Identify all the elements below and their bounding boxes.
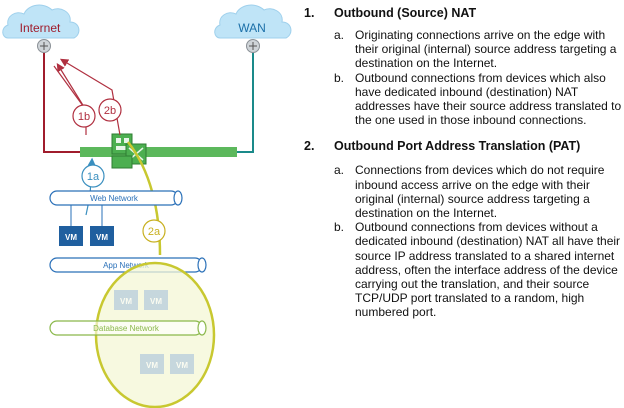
web-vm: VM [59, 226, 83, 246]
web-vm-link [70, 205, 103, 226]
internet-link [43, 53, 110, 153]
svg-text:VM: VM [176, 361, 188, 370]
svg-text:VM: VM [96, 233, 108, 242]
app-vm: VM [144, 290, 168, 310]
item-text: Originating connections arrive on the ed… [355, 28, 617, 71]
list-item: b. Outbound connections from devices whi… [334, 71, 622, 128]
svg-text:VM: VM [65, 233, 77, 242]
wan-router-icon [246, 39, 260, 53]
item-letter: a. [334, 163, 345, 178]
item-letter: b. [334, 220, 345, 235]
section-title: Outbound Port Address Translation (PAT) [334, 139, 581, 154]
edge-bar [80, 147, 237, 157]
list-item: a. Originating connections arrive on the… [334, 28, 622, 71]
network-label: Database Network [93, 324, 160, 333]
cloud-label: WAN [238, 21, 266, 35]
explanation-panel: 1. Outbound (Source) NAT a. Originating … [304, 6, 622, 332]
svg-text:VM: VM [120, 297, 132, 306]
item-letter: b. [334, 70, 345, 85]
wan-cloud: WAN [214, 4, 292, 39]
svg-text:2a: 2a [148, 226, 161, 238]
section-heading: 1. Outbound (Source) NAT [304, 6, 622, 20]
item-letter: a. [334, 28, 345, 42]
cloud-shape [214, 4, 292, 39]
item-text: Outbound connections from devices which … [355, 70, 622, 128]
svg-text:VM: VM [146, 361, 158, 370]
item-text: Outbound connections from devices withou… [355, 220, 621, 320]
section-title: Outbound (Source) NAT [334, 6, 477, 20]
cloud-shape [2, 4, 80, 39]
list-item: b. Outbound connections from devices wit… [334, 220, 622, 319]
db-vm: VM [170, 354, 194, 374]
edge-device-icon [111, 133, 147, 169]
db-vm: VM [140, 354, 164, 374]
section-number: 1. [304, 6, 315, 20]
list-item: a. Connections from devices which do not… [334, 163, 622, 220]
callout-1b: 1b [72, 104, 96, 128]
web-vm: VM [90, 226, 114, 246]
callout-2b: 2b [98, 98, 122, 122]
svg-text:1b: 1b [78, 111, 90, 123]
svg-text:VM: VM [150, 297, 162, 306]
network-label: App Network [103, 261, 150, 270]
internet-router-icon [37, 39, 51, 53]
nat-diagram: Internet WAN 1b 2b [2, 4, 292, 408]
network-label: Web Network [90, 194, 139, 203]
svg-text:2b: 2b [104, 105, 116, 117]
wan-link [145, 53, 254, 153]
section-number: 2. [304, 139, 315, 154]
app-vm: VM [114, 290, 138, 310]
section-outbound-nat: 1. Outbound (Source) NAT a. Originating … [304, 6, 622, 127]
section-outbound-pat: 2. Outbound Port Address Translation (PA… [304, 139, 622, 319]
web-network: Web Network [49, 190, 183, 206]
callout-1a: 1a [81, 164, 105, 188]
arrow-1b-down [53, 65, 87, 111]
callout-2a: 2a [142, 219, 166, 243]
cloud-label: Internet [20, 21, 61, 35]
database-network: Database Network [49, 320, 207, 336]
svg-text:1a: 1a [87, 171, 100, 183]
internet-cloud: Internet [2, 4, 80, 39]
section-heading: 2. Outbound Port Address Translation (PA… [304, 139, 622, 153]
arrow-2b [59, 58, 121, 136]
item-text: Connections from devices which do not re… [355, 163, 605, 221]
